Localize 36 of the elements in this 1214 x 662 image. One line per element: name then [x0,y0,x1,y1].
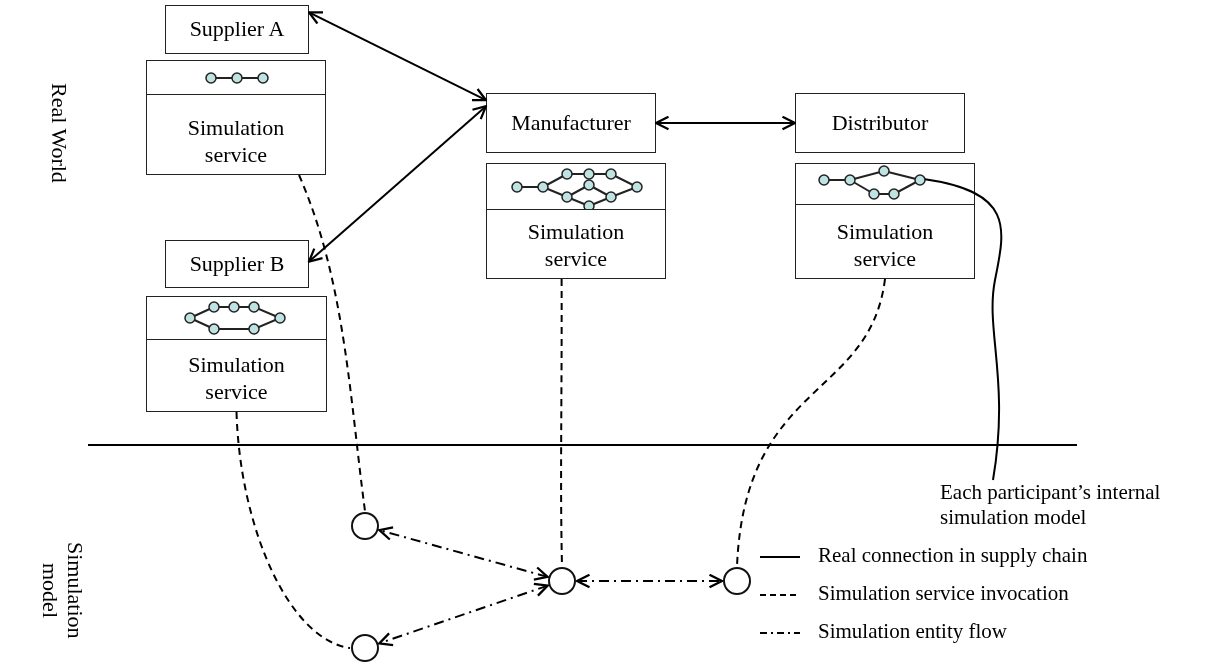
legend-label: Real connection in supply chain [818,543,1088,568]
connector-line [235,411,351,649]
connector-line [378,526,549,581]
service-label: Simulation service [526,219,626,272]
leader-line [924,178,1003,481]
service-label: Simulation service [186,115,286,168]
connector-line [575,573,724,589]
arrow [307,105,488,263]
actor-box [486,93,656,153]
service-label: Simulation service [835,219,935,272]
service-box [146,296,327,412]
legend-label: Simulation entity flow [818,619,1007,644]
service-box [795,163,975,279]
arrow [654,115,797,131]
connector-line [736,278,886,567]
actor-box [165,240,309,288]
actor-label: Supplier B [189,250,285,278]
service-box [146,60,326,175]
section-label: Simulation model [36,540,88,641]
service-box [486,163,666,279]
entity-circle [351,512,379,540]
actor-label: Manufacturer [511,109,631,137]
actor-label: Supplier A [189,16,285,43]
entity-circle [351,634,379,662]
connector-line [298,174,366,512]
service-label: Simulation service [187,352,286,405]
section-label: Real World [46,82,72,185]
legend-label: Simulation service invocation [818,581,1069,606]
connector-line [378,582,549,647]
entity-circle [723,567,751,595]
actor-label: Distributor [831,109,929,137]
arrow [307,11,488,102]
actor-box [795,93,965,153]
actor-box [165,5,309,54]
annotation-text: Each participant’s internal simulation model [940,480,1162,531]
entity-circle [548,567,576,595]
